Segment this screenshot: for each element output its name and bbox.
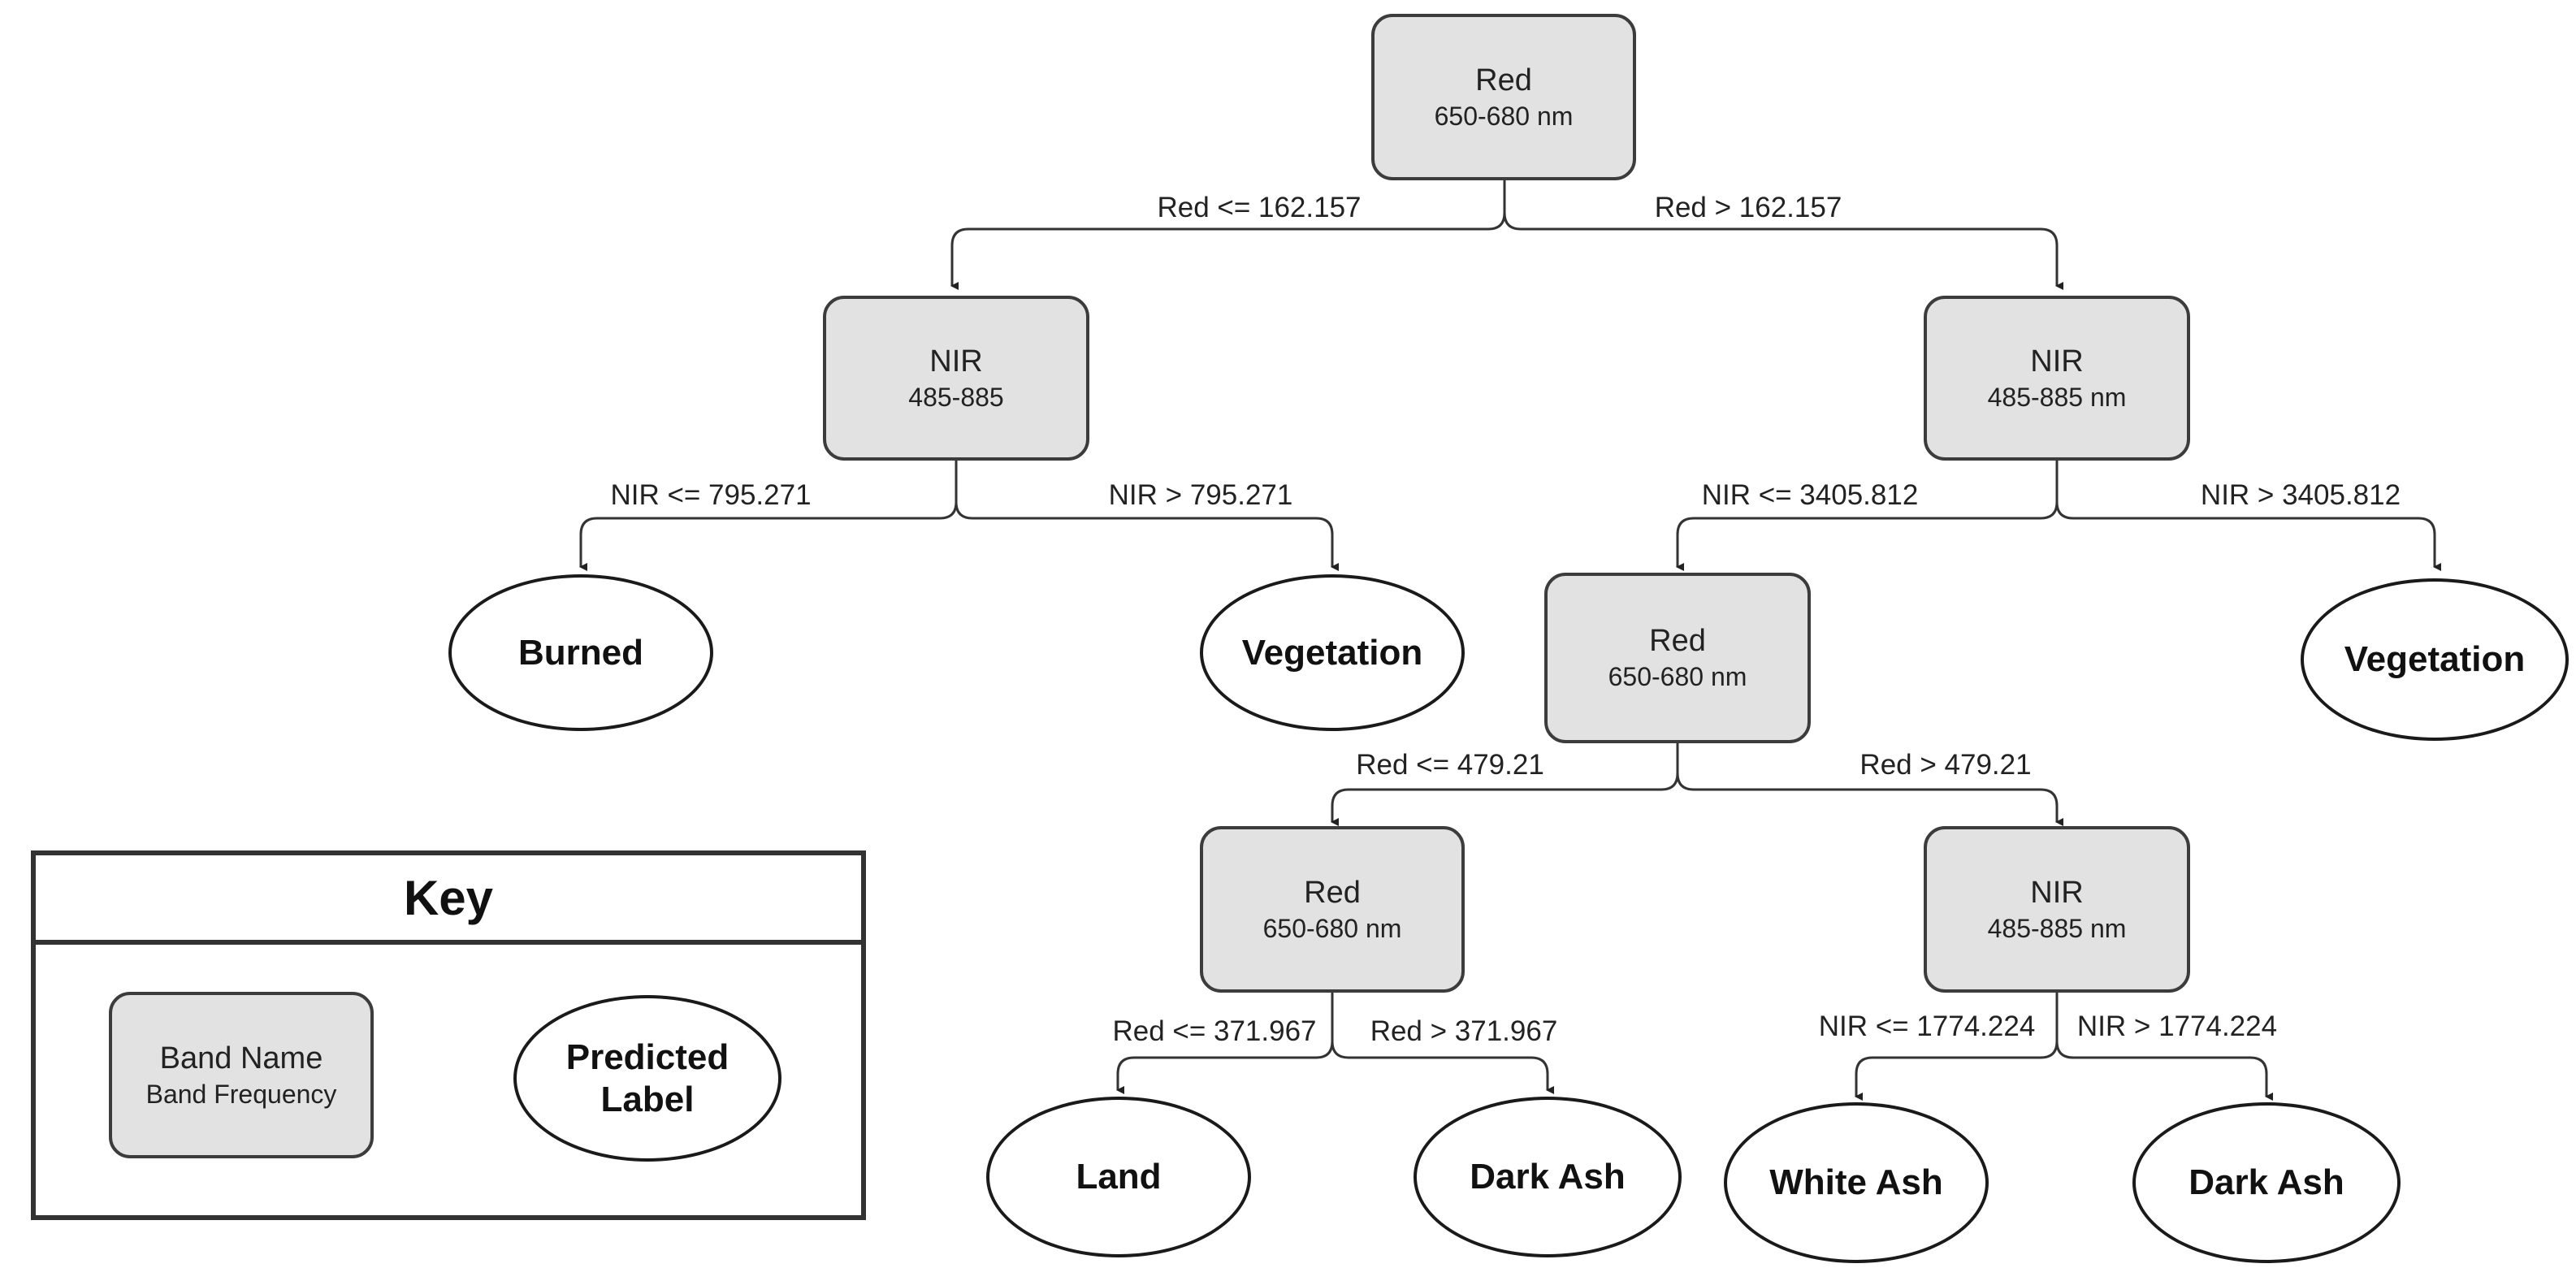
node-nir-lower: NIR 485-885 nm [1924,826,2190,993]
leaf-dark-ash-left: Dark Ash [1414,1097,1682,1257]
leaf-dark-ash-right: Dark Ash [2132,1102,2401,1263]
node-nir-left: NIR 485-885 [823,296,1089,461]
node-band-name: NIR [929,344,983,379]
edge-nll-right [1331,1041,1554,1094]
node-band-frequency: 650-680 nm [1608,662,1747,691]
node-band-name: NIR [2030,344,2084,379]
edge-nm-left [1331,743,1679,826]
key-band-frequency: Band Frequency [145,1079,337,1109]
condition-label: Red > 479.21 [1859,749,2032,781]
condition-label: NIR <= 3405.812 [1701,479,1919,511]
edge-root-left [950,180,1506,290]
leaf-white-ash: White Ash [1724,1102,1989,1263]
leaf-vegetation-left: Vegetation [1200,574,1465,731]
key-band-name: Band Name [159,1041,323,1075]
node-band-name: Red [1649,624,1706,658]
key-ellipse-line2: Label [600,1079,695,1119]
condition-label: Red > 162.157 [1654,192,1842,223]
condition-label: NIR > 1774.224 [2076,1011,2278,1042]
node-band-frequency: 485-885 nm [1987,382,2127,412]
key-ellipse-line1: Predicted [565,1036,730,1077]
node-red-mid: Red 650-680 nm [1544,573,1811,743]
edge-nl-left [579,461,958,571]
node-band-name: Red [1475,63,1532,97]
node-band-frequency: 485-885 [908,382,1004,412]
edge-nl-right [955,501,1339,571]
edge-nlr-right [2055,1041,2273,1101]
node-red-lower: Red 650-680 nm [1200,826,1465,993]
edge-nr-right [2055,501,2441,571]
leaf-vegetation-right: Vegetation [2301,578,2569,741]
leaf-burned: Burned [448,574,713,731]
condition-label: Red <= 162.157 [1157,192,1362,223]
edge-nlr-left [1855,993,2059,1101]
key-title: Key [36,855,861,945]
condition-label: Red > 371.967 [1370,1015,1558,1047]
key-legend: Key Band Name Band Frequency Predicted L… [31,850,866,1220]
condition-label: NIR <= 1774.224 [1818,1011,2036,1042]
condition-label: NIR > 795.271 [1108,479,1293,511]
key-predicted-label-ellipse: Predicted Label [513,995,781,1162]
node-band-name: NIR [2030,875,2084,910]
edge-nm-right [1676,772,2063,826]
edge-root-right [1503,212,2063,290]
node-band-frequency: 650-680 nm [1262,913,1402,943]
edge-nll-left [1116,993,1334,1094]
condition-label: Red <= 479.21 [1356,749,1544,781]
key-band-box: Band Name Band Frequency [109,992,374,1158]
node-band-name: Red [1304,875,1361,910]
condition-label: NIR <= 795.271 [610,479,812,511]
edge-nr-left [1676,461,2059,571]
node-root: Red 650-680 nm [1371,14,1636,180]
condition-label: Red <= 371.967 [1112,1015,1317,1047]
node-nir-right: NIR 485-885 nm [1924,296,2190,461]
node-band-frequency: 650-680 nm [1434,101,1574,131]
leaf-land: Land [986,1097,1251,1257]
node-band-frequency: 485-885 nm [1987,913,2127,943]
condition-label: NIR > 3405.812 [2200,479,2401,511]
